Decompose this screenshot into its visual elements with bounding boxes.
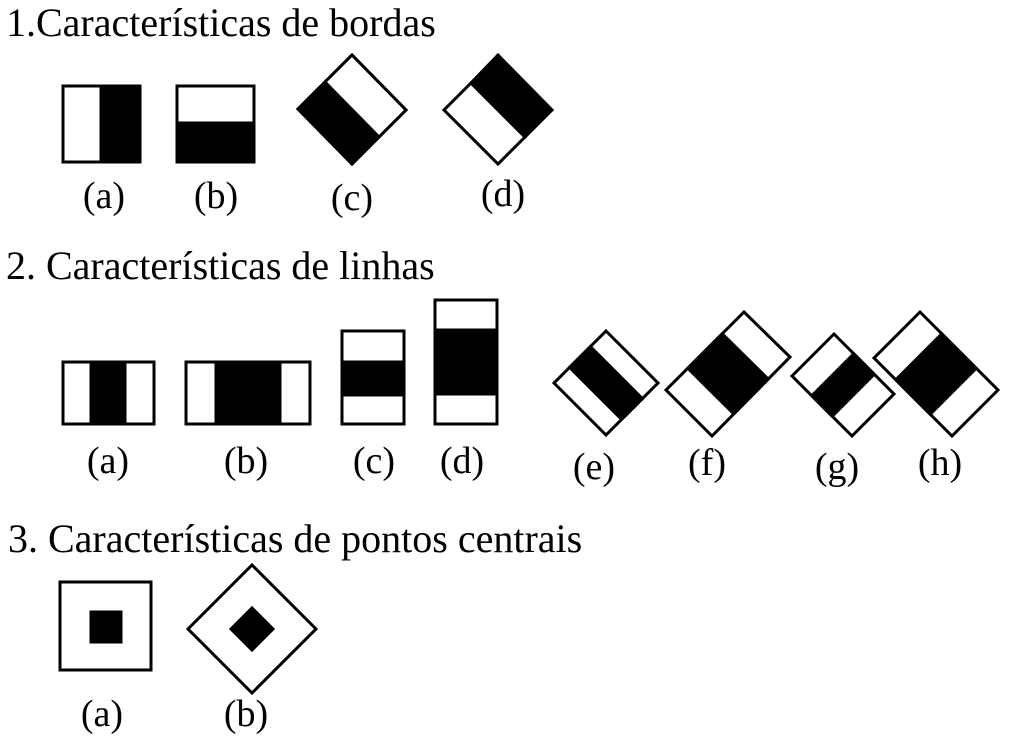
- edge-feature-c: [295, 52, 409, 167]
- center-feature-b: [185, 562, 319, 696]
- line-feature-f: [663, 309, 793, 439]
- edge-feature-d: [441, 52, 555, 167]
- line-feature-g: [789, 331, 897, 439]
- section-title-lines: 2. Características de linhas: [6, 243, 435, 288]
- line-feature-e: [551, 328, 661, 438]
- line-feature-f-dark-band: [685, 331, 771, 417]
- edge-feature-a-label: (a): [83, 175, 125, 217]
- line-feature-a: [61, 360, 156, 426]
- line-feature-d: [433, 298, 499, 426]
- center-feature-a: [58, 580, 153, 672]
- section-title-edges: 1.Características de bordas: [6, 0, 436, 45]
- center-feature-b-label: (b): [224, 693, 268, 735]
- line-feature-g-dark-band: [809, 351, 877, 419]
- center-feature-a-label: (a): [81, 693, 123, 735]
- line-feature-c: [340, 329, 406, 426]
- line-feature-c-label: (c): [353, 440, 395, 482]
- line-feature-a-label: (a): [87, 440, 129, 482]
- line-feature-e-dark-band: [567, 344, 645, 422]
- edge-feature-c-label: (c): [331, 177, 373, 219]
- line-feature-b-label: (b): [224, 440, 268, 482]
- line-feature-g-label: (g): [815, 446, 859, 488]
- line-feature-h-dark-band: [893, 331, 979, 417]
- edge-feature-d-label: (d): [481, 173, 525, 215]
- line-feature-h: [871, 309, 1001, 439]
- edge-feature-b: [175, 84, 256, 164]
- line-feature-b: [184, 360, 312, 426]
- section-title-center-points: 3. Características de pontos centrais: [8, 516, 582, 561]
- line-feature-h-label: (h): [918, 442, 962, 484]
- line-feature-d-label: (d): [440, 440, 484, 482]
- edge-feature-b-label: (b): [194, 175, 238, 217]
- edge-feature-a: [61, 84, 142, 164]
- line-feature-f-label: (f): [688, 442, 726, 484]
- line-feature-e-label: (e): [573, 446, 615, 488]
